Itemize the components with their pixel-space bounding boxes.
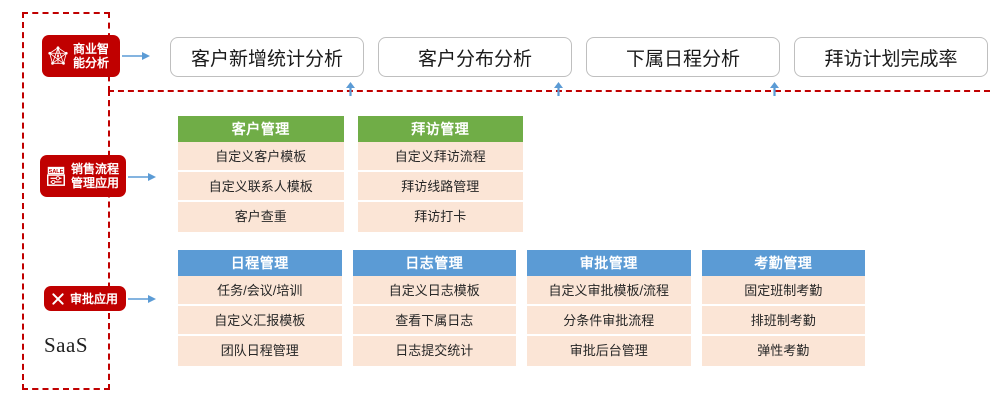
app-badge-bi[interactable]: 商业智 能分析 [42,35,120,77]
sale-document-icon: SALE [45,165,67,187]
module-row[interactable]: 自定义日志模板 [352,276,516,306]
app-badge-approval-label: 审批应用 [70,291,119,306]
saas-platform-label: SaaS [44,333,88,357]
module-row[interactable]: 自定义审批模板/流程 [527,276,691,306]
application-region-left-edge [108,90,110,390]
module-row[interactable]: 审批后台管理 [527,336,691,366]
module-card-visit-management: 拜访管理 自定义拜访流程 拜访线路管理 拜访打卡 [357,116,523,232]
network-graph-icon [47,45,69,67]
module-grid-sales: 客户管理 自定义客户模板 自定义联系人模板 客户查重 拜访管理 自定义拜访流程 … [178,116,523,232]
module-row[interactable]: 自定义客户模板 [178,142,344,172]
module-card-title: 拜访管理 [357,116,523,142]
analysis-button-customer-distribution[interactable]: 客户分布分析 [378,37,572,77]
connector-arrow-sales [128,170,156,188]
analysis-button-subordinate-schedule[interactable]: 下属日程分析 [586,37,780,77]
module-row[interactable]: 自定义拜访流程 [357,142,523,172]
module-row[interactable]: 固定班制考勤 [701,276,865,306]
module-card-schedule-management: 日程管理 任务/会议/培训 自定义汇报模板 团队日程管理 [178,250,342,366]
module-row[interactable]: 拜访线路管理 [357,172,523,202]
module-grid-approval: 日程管理 任务/会议/培训 自定义汇报模板 团队日程管理 日志管理 自定义日志模… [178,250,865,366]
module-card-approval-management: 审批管理 自定义审批模板/流程 分条件审批流程 审批后台管理 [527,250,691,366]
feed-arrow-up-2 [553,82,564,96]
module-card-title: 客户管理 [178,116,344,142]
module-row[interactable]: 拜访打卡 [357,202,523,232]
module-row[interactable]: 任务/会议/培训 [178,276,342,306]
analysis-button-visit-plan-completion[interactable]: 拜访计划完成率 [794,37,988,77]
module-row[interactable]: 查看下属日志 [352,306,516,336]
app-badge-sales[interactable]: SALE 销售流程 管理应用 [40,155,126,197]
module-row[interactable]: 团队日程管理 [178,336,342,366]
svg-text:SALE: SALE [49,169,64,175]
analysis-button-customer-growth[interactable]: 客户新增统计分析 [170,37,364,77]
module-row[interactable]: 日志提交统计 [352,336,516,366]
analysis-button-row: 客户新增统计分析 客户分布分析 下属日程分析 拜访计划完成率 [170,37,988,77]
cross-mark-icon [50,291,66,307]
app-badge-bi-label: 商业智 能分析 [73,42,110,70]
feed-arrow-up-3 [769,82,780,96]
connector-arrow-bi [122,49,150,67]
app-badge-sales-label: 销售流程 管理应用 [71,162,120,190]
app-badge-approval[interactable]: 审批应用 [44,286,126,311]
saas-boundary-bottom-edge [22,388,110,390]
module-card-title: 审批管理 [527,250,691,276]
module-card-title: 日程管理 [178,250,342,276]
module-card-attendance-management: 考勤管理 固定班制考勤 排班制考勤 弹性考勤 [701,250,865,366]
module-card-title: 日志管理 [352,250,516,276]
feed-arrow-up-1 [345,82,356,96]
module-row[interactable]: 自定义联系人模板 [178,172,344,202]
connector-arrow-approval [128,292,156,310]
module-card-log-management: 日志管理 自定义日志模板 查看下属日志 日志提交统计 [352,250,516,366]
module-row[interactable]: 分条件审批流程 [527,306,691,336]
module-row[interactable]: 客户查重 [178,202,344,232]
module-row[interactable]: 排班制考勤 [701,306,865,336]
module-card-title: 考勤管理 [701,250,865,276]
module-row[interactable]: 自定义汇报模板 [178,306,342,336]
module-row[interactable]: 弹性考勤 [701,336,865,366]
module-card-customer-management: 客户管理 自定义客户模板 自定义联系人模板 客户查重 [178,116,344,232]
